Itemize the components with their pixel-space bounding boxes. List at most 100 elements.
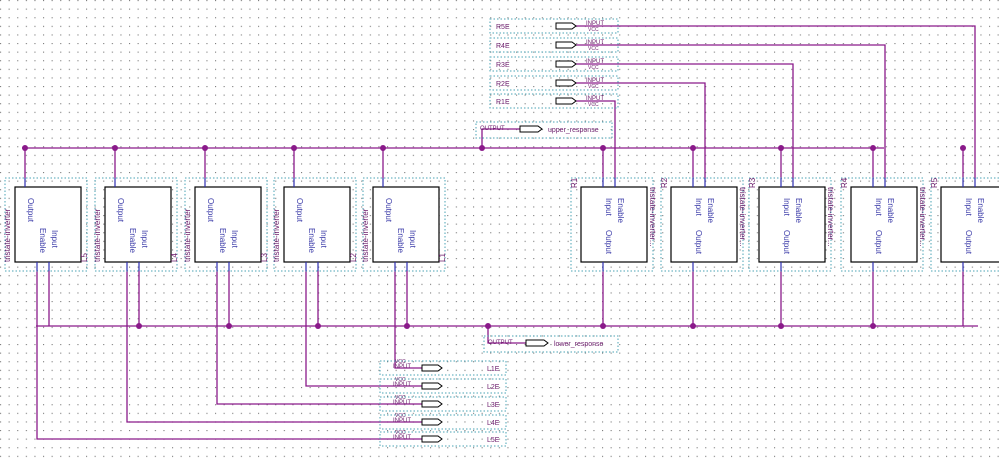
input-default-label: VCC <box>395 377 406 383</box>
block-body <box>372 186 440 263</box>
io-frame <box>489 37 619 53</box>
pin-label-enable: Enable <box>706 198 715 223</box>
io-frame <box>483 335 619 353</box>
pin-label-output: Output <box>116 198 125 223</box>
output-port-symbol <box>519 125 543 133</box>
input-port-symbol <box>421 382 443 390</box>
upper-bus-junction <box>112 145 118 151</box>
enable-wire <box>216 271 422 405</box>
input-default-label: VCC <box>395 430 406 436</box>
input-kind-label: INPUT <box>393 418 411 424</box>
enable-wire <box>394 271 422 369</box>
pin-label-output: Output <box>782 230 791 255</box>
upper-bus-junction <box>778 145 784 151</box>
instance-type-label: tristate-inverter <box>183 208 192 262</box>
pin-label-input: Input <box>694 198 703 217</box>
pin-label-input: Input <box>140 230 149 249</box>
instance-type-label: tristate-inverter... <box>826 187 835 247</box>
block-body <box>670 186 738 263</box>
pin-label-input: Input <box>964 198 973 217</box>
io-frame <box>379 360 507 376</box>
lower-bus-junction <box>136 323 142 329</box>
instance-tag-label: R5 <box>930 177 939 188</box>
block-body <box>283 186 351 263</box>
instance-tag-label: L1 <box>438 253 447 262</box>
output-name-label: lower_response <box>554 341 604 348</box>
block-body <box>104 186 172 263</box>
upper-bus-junction <box>380 145 386 151</box>
pin-label-enable: Enable <box>218 228 227 253</box>
input-kind-label: INPUT <box>393 382 411 388</box>
input-kind-label: INPUT <box>586 59 604 65</box>
pin-label-enable: Enable <box>794 198 803 223</box>
io-frame <box>379 396 507 412</box>
io-frame <box>379 431 507 447</box>
input-name-label: R4E <box>496 43 510 50</box>
instance-type-label: tristate-inverter <box>3 208 12 262</box>
input-default-label: VCC <box>588 65 599 71</box>
input-default-label: VCC <box>588 27 599 33</box>
input-port-symbol <box>555 41 577 49</box>
input-port-symbol <box>555 22 577 30</box>
pin-label-output: Output <box>384 198 393 223</box>
upper-bus-junction <box>960 145 966 151</box>
lower-output-junction <box>485 323 491 329</box>
block-body <box>194 186 262 263</box>
instance-tag-label: R4 <box>840 177 849 188</box>
input-name-label: L5E <box>487 437 500 444</box>
instance-frame-layer <box>4 18 999 447</box>
tristate-inverter-r5[interactable]: InputEnableOutputR5tristate-inverter... <box>930 177 999 271</box>
pin-label-output: Output <box>964 230 973 255</box>
input-name-label: R5E <box>496 24 510 31</box>
pin-label-enable: Enable <box>128 228 137 253</box>
lower-bus-junction <box>870 323 876 329</box>
io-frame <box>475 121 613 139</box>
pin-label-input: Input <box>230 230 239 249</box>
input-kind-label: INPUT <box>393 364 411 370</box>
input-port-symbol <box>421 400 443 408</box>
input-default-label: VCC <box>395 395 406 401</box>
instance-tag-label: R2 <box>660 177 669 188</box>
instance-tag-label: L5 <box>80 253 89 262</box>
input-default-label: VCC <box>395 413 406 419</box>
lower-bus-junction <box>226 323 232 329</box>
lower-bus-junction <box>404 323 410 329</box>
pin-label-output: Output <box>26 198 35 223</box>
pin-label-output: Output <box>206 198 215 223</box>
pin-label-output: Output <box>874 230 883 255</box>
output-port-symbol <box>525 339 549 347</box>
input-kind-label: INPUT <box>393 400 411 406</box>
upper-bus-junction <box>22 145 28 151</box>
block-body <box>580 186 648 263</box>
wire-layer <box>22 25 978 440</box>
enable-wire <box>576 44 886 178</box>
instance-type-label: tristate-inverter <box>93 208 102 262</box>
enable-wire <box>126 271 422 423</box>
input-kind-label: INPUT <box>586 96 604 102</box>
enable-wire <box>576 63 794 178</box>
input-default-label: VCC <box>588 46 599 52</box>
